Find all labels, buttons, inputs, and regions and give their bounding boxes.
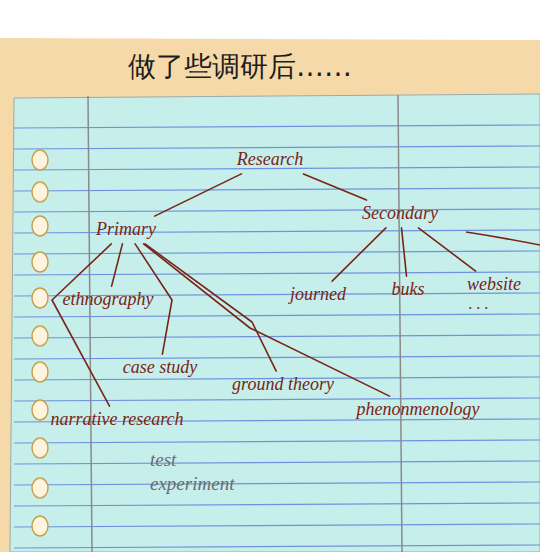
- branch-line: [155, 174, 242, 216]
- topic-node: journed: [287, 283, 349, 307]
- topic-node: narrative research: [47, 408, 186, 432]
- topic-text: journed: [290, 285, 346, 305]
- topic-text: ground theory: [232, 375, 334, 395]
- branch-line: [112, 244, 123, 286]
- branch-line: [332, 228, 386, 281]
- binder-holes: [32, 150, 48, 536]
- ellipsis-note: · · ·: [468, 300, 488, 318]
- topic-text: case study: [123, 358, 197, 378]
- margin-line: [88, 96, 92, 552]
- topic-node: Secondary: [359, 202, 441, 226]
- topic-node: ground theory: [229, 373, 337, 397]
- branch-line: [52, 244, 111, 406]
- topic-text: buks: [392, 280, 425, 300]
- topic-node: buks: [389, 278, 428, 302]
- topic-node: Primary: [93, 218, 159, 242]
- ruled-lines: [14, 125, 540, 548]
- topic-text: Secondary: [362, 204, 438, 224]
- topic-text: website: [467, 275, 521, 295]
- topic-text: ethnography: [63, 290, 154, 310]
- branch-line: [418, 228, 475, 271]
- topic-node: case study: [120, 356, 200, 380]
- topic-text: narrative research: [50, 410, 183, 430]
- branch-line: [304, 174, 367, 200]
- paper-sheet: [10, 94, 540, 552]
- topic-text: Research: [237, 150, 303, 170]
- topic-node: Research: [234, 148, 306, 172]
- topic-text: Primary: [96, 220, 156, 240]
- heading: 做了些调研后……: [128, 48, 352, 86]
- peach-ground: [0, 38, 540, 552]
- loose-branch-line: [466, 232, 540, 245]
- topic-text: phenonmenology: [357, 400, 480, 420]
- branch-line: [402, 228, 407, 276]
- topic-node: phenonmenology: [354, 398, 483, 422]
- margin-line: [398, 95, 402, 552]
- topic-node: website: [464, 273, 524, 297]
- branch-line: [145, 244, 276, 371]
- topic-node: ethnography: [60, 288, 157, 312]
- grey-note: test experiment: [150, 448, 260, 496]
